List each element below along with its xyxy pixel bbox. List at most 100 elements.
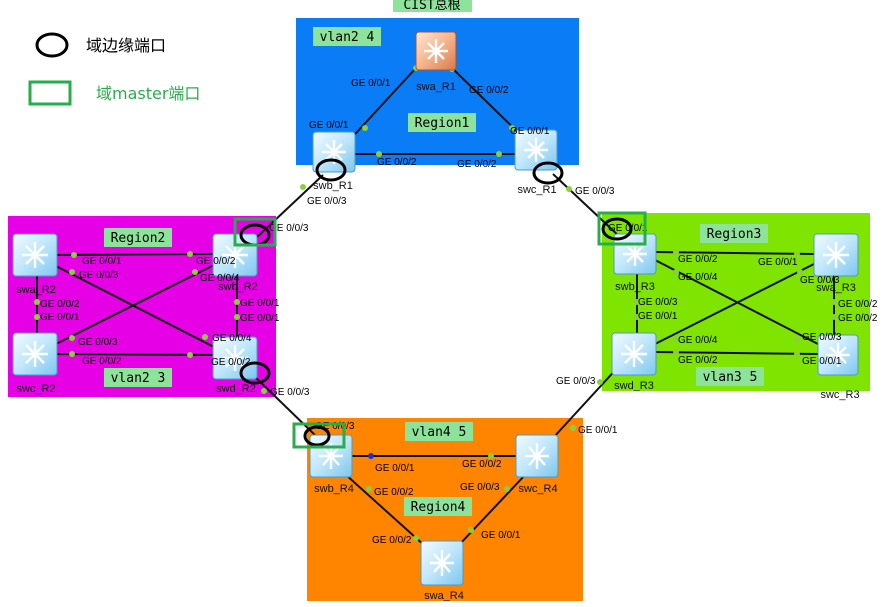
link-swdR3-swcR4 (552, 364, 621, 439)
port-dot (566, 186, 572, 192)
port-dot (366, 486, 372, 492)
link-swbR4-swaR4 (344, 473, 426, 547)
port-dot (362, 125, 368, 131)
port-dot (504, 486, 510, 492)
port-dot (488, 453, 494, 459)
switch-icon[interactable] (611, 332, 657, 376)
region4-name-label: Region4 (411, 500, 466, 515)
port-label: GE 0/0/3 (270, 387, 310, 398)
port-label: GE 0/0/2 (372, 535, 412, 546)
port-label: GE 0/0/3 (575, 186, 615, 197)
port-dot (261, 388, 267, 394)
master-port-markers (233, 211, 647, 449)
switch-icon[interactable] (817, 334, 859, 376)
device-name-swc_R1: swc_R1 (517, 184, 556, 196)
port-dot (673, 249, 679, 255)
port-label: GE 0/0/3 (78, 337, 118, 348)
port-label: GE 0/0/4 (678, 335, 718, 346)
port-dot (509, 125, 515, 131)
port-dot (69, 269, 75, 275)
switch-icon[interactable] (415, 31, 457, 71)
switch-icon[interactable] (420, 540, 464, 586)
port-dot (831, 299, 837, 305)
legend-edge-port-label: 域边缘端口 (86, 36, 166, 55)
port-label: GE 0/0/1 (375, 463, 415, 474)
port-dot (187, 251, 193, 257)
device-names: swa_R1 swb_R1 swc_R1 swa_R2 swb_R2 swc_R… (16, 81, 859, 602)
link-swbR3-swaR3 (654, 251, 815, 255)
port-dot (71, 252, 77, 258)
edge-port-markers (239, 158, 633, 447)
port-dot (34, 299, 40, 305)
switch-icon[interactable] (212, 336, 258, 380)
region4-vlan-label: vlan4 5 (412, 425, 467, 440)
link-swdR3-swaR3 (654, 263, 815, 345)
device-name-swa_R1: swa_R1 (416, 81, 456, 93)
port-dot (300, 184, 306, 190)
port-dot (797, 269, 803, 275)
switch-icon[interactable] (515, 434, 559, 478)
port-label: GE 0/0/3 (802, 332, 842, 343)
links (36, 67, 835, 547)
edge-port-marker (601, 217, 633, 241)
port-label: GE 0/0/4 (678, 272, 718, 283)
port-label: GE 0/0/4 (212, 333, 252, 344)
switch-icon[interactable] (309, 434, 353, 478)
switch-icon[interactable] (12, 233, 58, 277)
device-name-swb_R2: swb_R2 (218, 281, 258, 293)
port-dot (496, 151, 502, 157)
port-label: GE 0/0/2 (377, 157, 417, 168)
port-label: GE 0/0/1 (608, 223, 648, 234)
cist-root-label-box (393, 0, 472, 12)
link-swdR3-swcR3 (654, 351, 819, 355)
port-dot (468, 527, 474, 533)
port-dot (673, 269, 679, 275)
port-label: GE 0/0/1 (240, 298, 280, 309)
edge-port-marker (239, 361, 271, 385)
port-dot (673, 336, 679, 342)
port-label: GE 0/0/3 (79, 270, 119, 281)
port-dot (413, 535, 419, 541)
port-label: GE 0/0/2 (196, 256, 236, 267)
port-dot (234, 314, 240, 320)
port-label: GE 0/0/4 (200, 273, 240, 284)
port-label: GE 0/0/2 (40, 299, 80, 310)
port-dot (794, 336, 800, 342)
port-label: GE 0/0/2 (462, 459, 502, 470)
port-label: GE 0/0/1 (510, 126, 550, 137)
legend-master-port-icon (28, 80, 72, 106)
port-label: GE 0/0/1 (638, 311, 678, 322)
region2-vlan-label: vlan2 3 (111, 371, 166, 386)
link-swcR1-swbR3 (552, 173, 621, 238)
port-label: GE 0/0/3 (315, 421, 355, 432)
device-name-swa_R2: swa_R2 (16, 284, 56, 296)
port-label: GE 0/0/3 (800, 275, 840, 286)
port-label: GE 0/0/1 (240, 313, 280, 324)
master-port-marker (233, 217, 277, 247)
port-label: GE 0/0/3 (307, 196, 347, 207)
port-dot (634, 314, 640, 320)
edge-port-marker (315, 158, 347, 182)
port-dot (634, 299, 640, 305)
switch-icons (12, 31, 859, 586)
link-swcR4-swaR4 (458, 473, 527, 546)
port-label: GE 0/0/2 (82, 356, 122, 367)
link-swaR1-swbR1 (344, 67, 417, 146)
port-label: GE 0/0/2 (457, 159, 497, 170)
switch-icon[interactable] (514, 129, 558, 171)
device-name-swc_R4: swc_R4 (518, 483, 557, 495)
port-dot (794, 251, 800, 257)
port-dot (831, 314, 837, 320)
port-label: GE 0/0/1 (309, 120, 349, 131)
switch-icon[interactable] (12, 332, 58, 376)
device-name-swb_R1: swb_R1 (313, 180, 353, 192)
port-label: GE 0/0/1 (351, 78, 391, 89)
edge-port-marker (532, 161, 564, 185)
link-swbR1-swbR2 (255, 174, 324, 239)
switch-icon[interactable] (813, 233, 859, 277)
port-label: GE 0/0/3 (269, 223, 309, 234)
port-label: GE 0/0/2 (469, 85, 509, 96)
port-dot (187, 352, 193, 358)
port-dot (34, 314, 40, 320)
master-port-marker (292, 422, 346, 449)
